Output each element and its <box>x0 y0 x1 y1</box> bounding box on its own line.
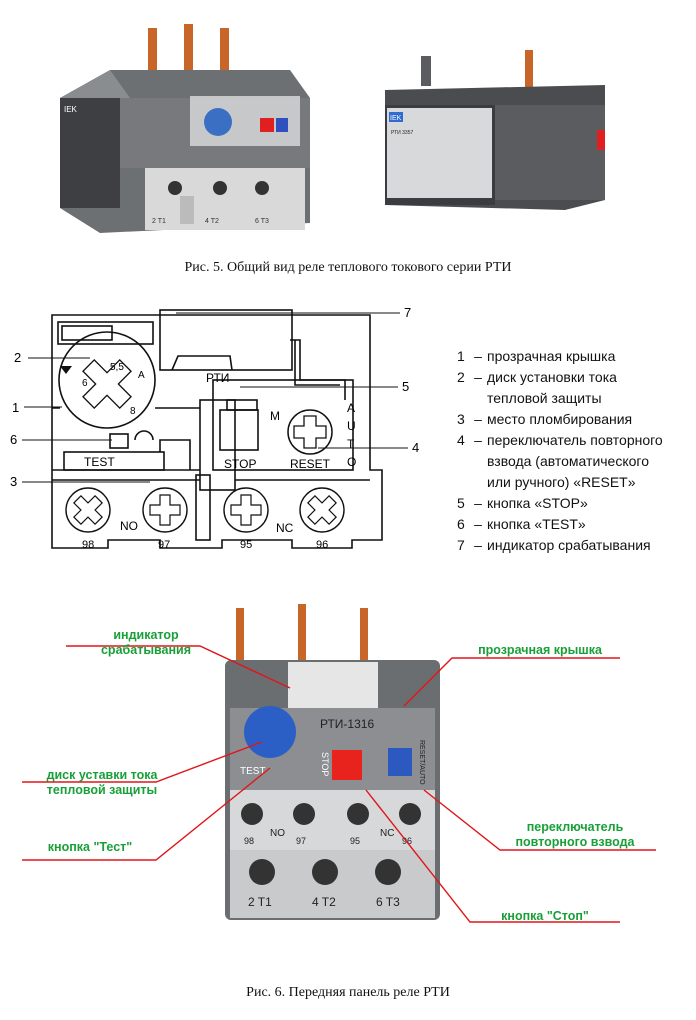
legend-number: 1 <box>457 348 465 364</box>
legend-item: 4–переключатель повторного <box>457 430 663 451</box>
legend-dash: – <box>474 516 482 532</box>
legend-dash: – <box>474 369 482 385</box>
photo2-logo: IEK <box>390 115 402 122</box>
photo1-terminal: 2 T1 <box>152 218 166 225</box>
photo1-logo: IEK <box>64 105 78 114</box>
photo-stop-label: STOP <box>320 752 330 776</box>
legend-text: переключатель повторного <box>487 432 663 448</box>
dial-mark: 5,5 <box>110 362 124 373</box>
legend-text: тепловой защиты <box>487 390 602 406</box>
legend-text: кнопка «TEST» <box>487 516 586 532</box>
legend-dash: – <box>474 432 482 448</box>
legend-item: тепловой защиты <box>457 388 663 409</box>
legend-item: 7–индикатор срабатывания <box>457 535 663 556</box>
diagram-stop-label: STOP <box>224 457 256 471</box>
photo-nc-label: NC <box>380 828 394 839</box>
photo-terminal-top: 97 <box>296 836 306 846</box>
callout-number: 2 <box>14 350 21 365</box>
diagram-reset-label: RESET <box>290 457 331 471</box>
fig6-leader-lines <box>22 645 656 923</box>
legend-text: место пломбирования <box>487 411 633 427</box>
legend-number: 5 <box>457 495 465 511</box>
photo-model-label: РТИ-1316 <box>320 717 374 731</box>
diagram-m-label: M <box>270 409 280 423</box>
legend-number: 7 <box>457 537 465 553</box>
legend-dash <box>469 388 487 409</box>
legend-text: кнопка «STOP» <box>487 495 588 511</box>
legend-number: 4 <box>457 432 465 448</box>
label-stop-button: кнопка "Стоп" <box>501 909 589 923</box>
diagram-test-label: TEST <box>84 455 115 469</box>
legend-item: или ручного) «RESET» <box>457 472 663 493</box>
legend-item: 6–кнопка «TEST» <box>457 514 663 535</box>
dial-mark: 8 <box>130 406 136 417</box>
callout-number: 7 <box>404 305 411 320</box>
legend-text: индикатор срабатывания <box>487 537 651 553</box>
legend-dash: – <box>474 411 482 427</box>
photo-terminal-bottom: 2 T1 <box>248 895 272 909</box>
diagram-terminal-label: 96 <box>316 539 328 551</box>
photo-reset-side-label: RESET/AUTO <box>418 740 425 785</box>
diagram-nc-label: NC <box>276 521 294 535</box>
diagram-auto-letter: A <box>347 401 355 415</box>
callout-number: 3 <box>10 474 17 489</box>
legend-item: 3–место пломбирования <box>457 409 663 430</box>
legend-text: диск установки тока <box>487 369 617 385</box>
legend-item: 1–прозрачная крышка <box>457 346 663 367</box>
legend-text: прозрачная крышка <box>487 348 616 364</box>
legend-dash: – <box>474 348 482 364</box>
photo2-model: РТИ 3357 <box>391 130 413 136</box>
callout-number: 4 <box>412 440 419 455</box>
photo-terminal-bottom: 4 T2 <box>312 895 336 909</box>
photo-terminal-bottom: 6 T3 <box>376 895 400 909</box>
legend-dash: – <box>474 537 482 553</box>
diagram-terminal-label: 97 <box>158 539 170 551</box>
callout-number: 6 <box>10 432 17 447</box>
legend-dash <box>469 472 487 493</box>
legend-number <box>457 472 469 493</box>
figure-5-caption: Рис. 5. Общий вид реле теплового токовог… <box>184 260 512 275</box>
legend-item: 5–кнопка «STOP» <box>457 493 663 514</box>
legend-item: 2–диск установки тока <box>457 367 663 388</box>
figure-6-caption: Рис. 6. Передняя панель реле РТИ <box>246 985 450 1000</box>
legend-number: 2 <box>457 369 465 385</box>
label-cover: прозрачная крышка <box>478 643 602 657</box>
diagram-auto-letter: U <box>347 419 356 433</box>
photo-test-label: TEST <box>240 766 266 777</box>
label-test-button: кнопка "Тест" <box>47 840 133 854</box>
diagram-auto-letter: T <box>347 437 355 451</box>
photo-terminal-top: 98 <box>244 836 254 846</box>
relay-photo-front-3d: IEK 2 T1 4 T2 6 T3 <box>60 24 310 233</box>
diagram-terminal-label: 95 <box>240 539 252 551</box>
relay-front-diagram: 5,5 6 A 8 РТИ TEST STOP RESET M A U T O … <box>10 305 419 551</box>
legend-dash <box>469 451 487 472</box>
relay-photo-side: IEK РТИ 3357 <box>385 50 605 210</box>
relay-front-panel-photo: РТИ-1316 RESET/AUTO TEST STOP NO NC 98 9… <box>225 604 440 920</box>
dial-mark: 6 <box>82 378 88 389</box>
legend-number: 6 <box>457 516 465 532</box>
callout-number: 1 <box>12 400 19 415</box>
legend-number: 3 <box>457 411 465 427</box>
legend-item: взвода (автоматического <box>457 451 663 472</box>
callout-number: 5 <box>402 379 409 394</box>
legend-dash: – <box>474 495 482 511</box>
legend-text: или ручного) «RESET» <box>487 474 636 490</box>
legend-number <box>457 451 469 472</box>
diagram-auto-letter: O <box>347 455 356 469</box>
diagram-no-label: NO <box>120 519 138 533</box>
legend-text: взвода (автоматического <box>487 453 649 469</box>
diagram-model-label: РТИ <box>206 371 229 385</box>
dial-mark: A <box>138 370 145 381</box>
photo1-terminal: 6 T3 <box>255 218 269 225</box>
photo1-terminal: 4 T2 <box>205 218 219 225</box>
diagram-terminal-label: 98 <box>82 539 94 551</box>
photo-no-label: NO <box>270 828 285 839</box>
legend-number <box>457 388 469 409</box>
photo-terminal-top: 95 <box>350 836 360 846</box>
